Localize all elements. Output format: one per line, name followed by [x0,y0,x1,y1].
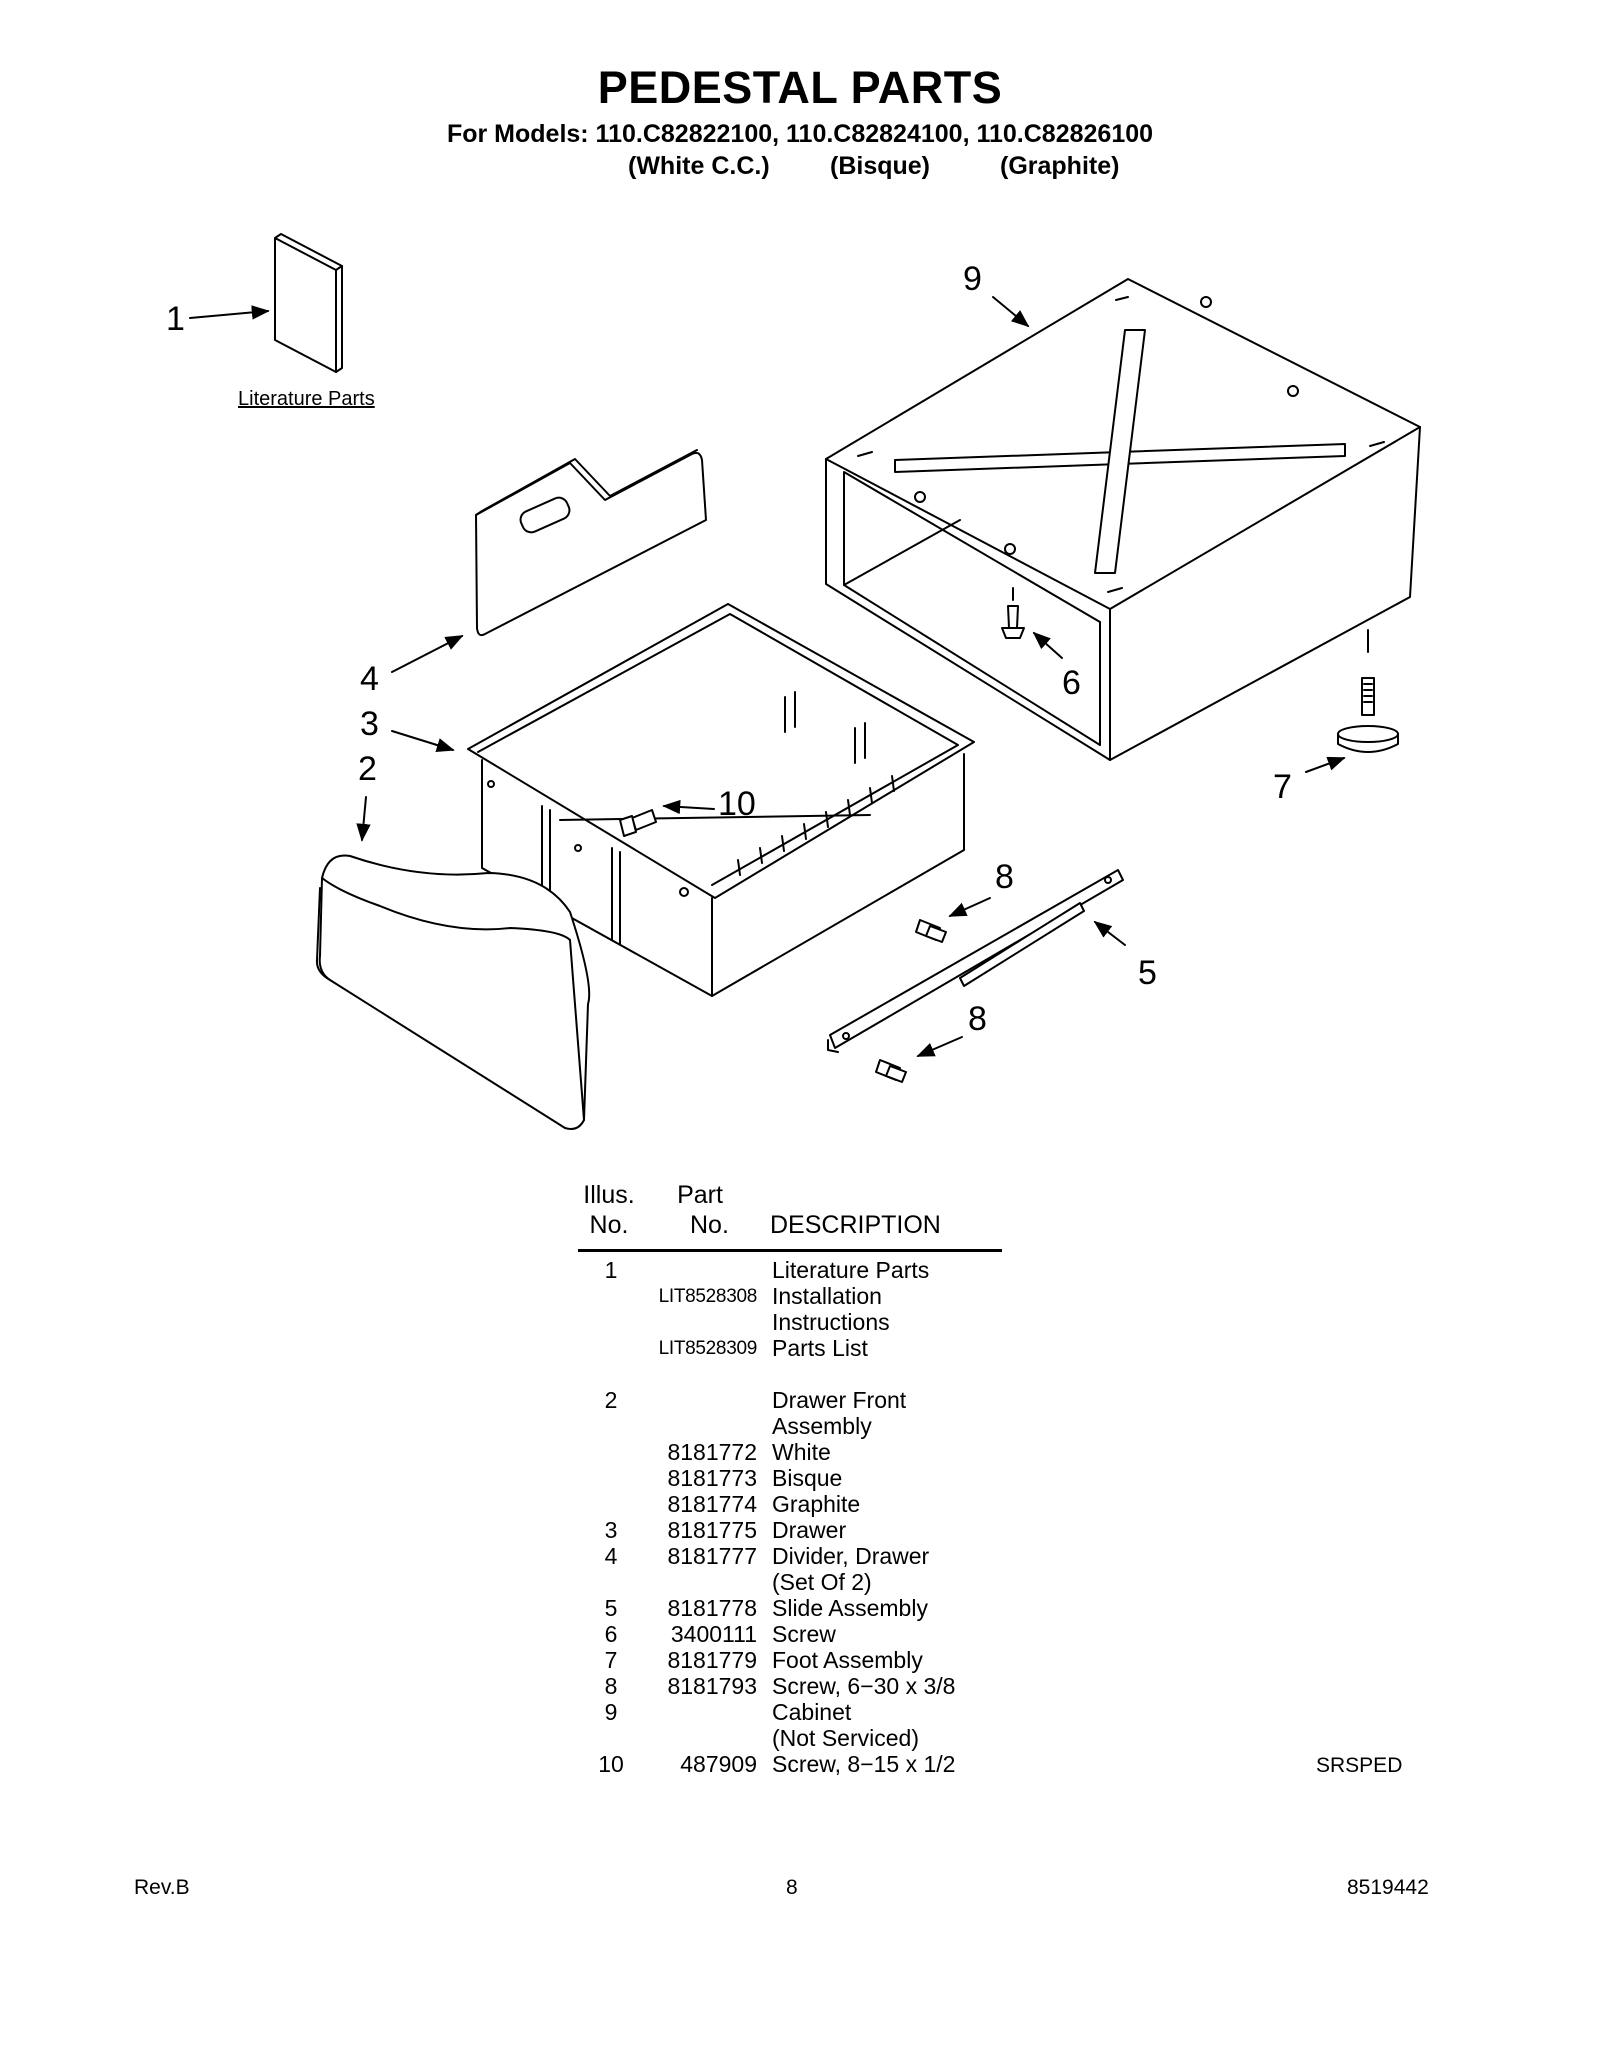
illus-number: 1 [604,1257,618,1283]
description: Screw, 6−30 x 3/8 [772,1673,956,1699]
literature-booklet-part [274,233,343,373]
revision-label: Rev.B [134,1876,190,1899]
callout-6: 6 [1062,664,1081,702]
color-white: (White C.C.) [628,152,770,180]
description: Cabinet [772,1699,852,1725]
document-number: 8519442 [1347,1876,1429,1899]
part-number: 8181777 [667,1543,757,1569]
illus-number: 10 [598,1751,624,1777]
description: Instructions [772,1309,890,1335]
illus-number: 2 [604,1387,618,1413]
description: Installation [772,1283,882,1309]
callout-4: 4 [360,660,379,698]
callout-8-upper: 8 [995,858,1014,896]
callout-9: 9 [963,260,982,298]
page-number: 8 [786,1876,798,1899]
callout-1: 1 [166,300,185,338]
cabinet-part [825,278,1421,761]
description: Drawer [772,1517,847,1543]
part-number: LIT8528308 [658,1286,758,1307]
illus-number: 8 [604,1673,618,1699]
drawer-front-part [315,854,591,1130]
illus-number: 9 [604,1699,618,1725]
diagram-code: SRSPED [1316,1754,1403,1777]
description: Foot Assembly [772,1647,923,1673]
part-number: 8181775 [667,1517,757,1543]
leader-arrows [189,296,1346,1057]
callout-5: 5 [1138,954,1157,992]
callout-8-lower: 8 [968,1000,987,1038]
description: (Set Of 2) [772,1569,872,1595]
slide-assembly-part [827,869,1124,1053]
divider-part [475,449,707,637]
description-header: DESCRIPTION [770,1211,941,1239]
part-number: 8181793 [667,1673,757,1699]
illus-no-header: Illus.No. [583,1181,635,1239]
foot-assembly-part [1337,629,1399,753]
literature-parts-label: Literature Parts [238,388,375,410]
description: Divider, Drawer [772,1543,930,1569]
illus-number: 6 [604,1621,618,1647]
callout-2: 2 [358,750,377,788]
description: Assembly [772,1413,872,1439]
description: White [772,1439,831,1465]
description: (Not Serviced) [772,1725,919,1751]
part-number: 8181772 [667,1439,757,1465]
cabinet-screw-part [1001,587,1025,639]
part-number: 8181773 [667,1465,757,1491]
color-graphite: (Graphite) [1000,152,1120,180]
description: Slide Assembly [772,1595,928,1621]
illus-number: 7 [604,1647,618,1673]
description: Bisque [772,1465,843,1491]
slide-screw-part [875,919,947,1083]
exploded-parts-diagram [189,233,1421,1130]
illus-number: 5 [604,1595,618,1621]
part-number: 8181779 [667,1647,757,1673]
header-rule [578,1249,1002,1252]
description: Drawer Front [772,1387,907,1413]
drawer-part [467,603,975,997]
drawer-screw-part [619,809,657,837]
description: Screw, 8−15 x 1/2 [772,1751,956,1777]
illus-number: 4 [604,1543,618,1569]
part-number: 3400111 [670,1621,757,1647]
model-numbers: For Models: 110.C82822100, 110.C82824100… [446,120,1154,148]
callout-3: 3 [360,705,379,743]
callout-7: 7 [1273,768,1292,806]
part-number: 8181774 [667,1491,757,1517]
description: Graphite [772,1491,861,1517]
illus-number: 3 [604,1517,618,1543]
description: Parts List [772,1335,868,1361]
description: Screw [772,1621,836,1647]
callout-10: 10 [718,785,756,823]
part-number: 8181778 [667,1595,757,1621]
page-title: PEDESTAL PARTS [597,62,1003,113]
description: Literature Parts [772,1257,930,1283]
color-bisque: (Bisque) [830,152,930,180]
part-number: LIT8528309 [658,1338,758,1359]
part-number: 487909 [680,1751,757,1777]
